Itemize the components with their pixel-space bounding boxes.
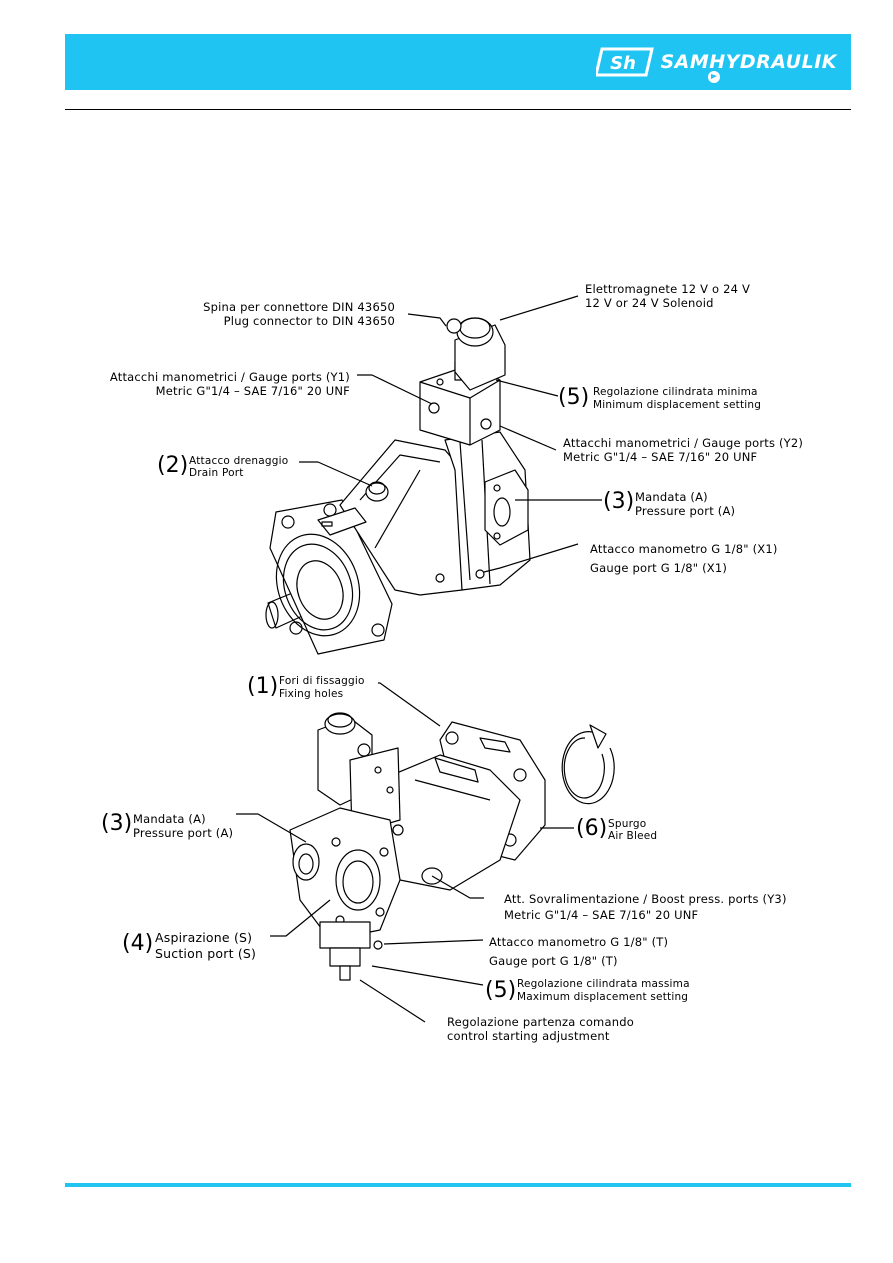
min-displacement-label: Regolazione cilindrata minima Minimum di… — [593, 386, 762, 411]
callout-6: (6) — [576, 816, 608, 841]
callout-4: (4) — [122, 931, 154, 956]
gauge-port-t-label: Attacco manometro G 1/8" (T) Gauge port … — [489, 935, 669, 968]
brand-logo: Sh SAMHYDRAULIK — [596, 44, 837, 80]
callout-5-top: (5) — [558, 385, 590, 410]
callout-3-bottom: (3) — [101, 811, 133, 836]
gauge-ports-y1-label: Attacchi manometrici / Gauge ports (Y1) … — [109, 370, 350, 398]
plug-connector-label: Spina per connettore DIN 43650 Plug conn… — [203, 300, 395, 328]
fixing-holes-label: Fori di fissaggio Fixing holes — [279, 675, 365, 700]
boost-ports-y3-label: Att. Sovralimentazione / Boost press. po… — [504, 892, 787, 922]
air-bleed-label: Spurgo Air Bleed — [608, 818, 658, 842]
callout-5-bottom: (5) — [485, 978, 517, 1003]
max-displacement-label: Regolazione cilindrata massima Maximum d… — [517, 978, 690, 1003]
drain-port-label: Attacco drenaggio Drain Port — [189, 455, 289, 479]
control-start-adjustment-label: Regolazione partenza comando control sta… — [447, 1015, 634, 1043]
pressure-port-bottom-label: Mandata (A) Pressure port (A) — [133, 812, 234, 840]
callout-2: (2) — [157, 453, 189, 478]
suction-port-label: Aspirazione (S) Suction port (S) — [155, 930, 257, 961]
callout-3-top: (3) — [603, 489, 635, 514]
footer-band — [65, 1183, 851, 1187]
gauge-port-x1-label: Attacco manometro G 1/8" (X1) Gauge port… — [590, 542, 778, 575]
brand-name: SAMHYDRAULIK — [660, 51, 837, 73]
top-motor-illustration — [265, 295, 602, 655]
bottom-motor-illustration — [236, 682, 615, 1023]
pressure-port-top-label: Mandata (A) Pressure port (A) — [635, 490, 736, 518]
sh-logo-icon: Sh — [596, 47, 655, 77]
gauge-ports-y2-label: Attacchi manometrici / Gauge ports (Y2) … — [563, 436, 804, 464]
callout-1: (1) — [247, 674, 279, 699]
header-rule — [65, 109, 851, 110]
solenoid-label: Elettromagnete 12 V o 24 V 12 V or 24 V … — [585, 282, 751, 310]
flag-icon — [708, 71, 720, 83]
svg-text:Sh: Sh — [611, 53, 637, 74]
header-band: Sh SAMHYDRAULIK — [65, 34, 851, 90]
